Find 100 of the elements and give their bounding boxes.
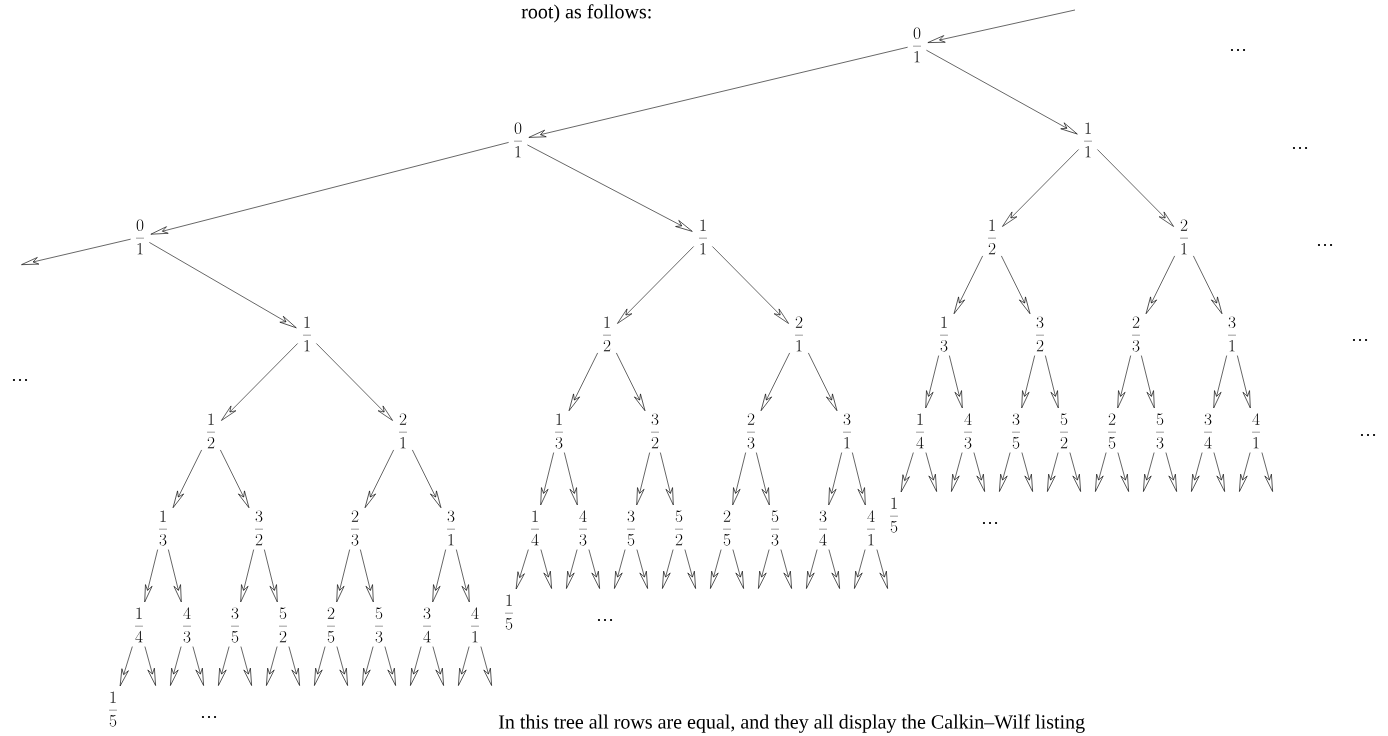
fraction: $\frac{1}{2}$: [207, 413, 215, 449]
arrow: [876, 549, 888, 589]
ellipsis: …: [597, 618, 613, 622]
arrow: [314, 646, 326, 686]
fraction: $\frac{2}{5}$: [723, 510, 731, 546]
arrow: [780, 549, 792, 589]
fraction: $\frac{2}{3}$: [747, 413, 755, 449]
arrow: [732, 452, 746, 506]
body-text: In this tree all rows are equal, and they all display the Calkin–Wilf listing: [498, 714, 1085, 733]
ellipsis: …: [1230, 48, 1246, 52]
arrow: [710, 549, 722, 589]
arrow: [616, 352, 646, 412]
arrow: [684, 549, 696, 589]
arrow: [362, 646, 374, 686]
arrow: [144, 646, 156, 686]
arrow: [540, 452, 554, 506]
arrow: [568, 352, 598, 412]
arrow: [660, 452, 674, 506]
arrow: [1095, 452, 1107, 492]
fraction: $\frac{3}{5}$: [1012, 413, 1020, 449]
fraction: $\frac{5}{3}$: [771, 510, 779, 546]
arrow: [1021, 355, 1035, 409]
ellipsis: …: [1292, 146, 1308, 150]
fraction: $\frac{2}{5}$: [1108, 413, 1116, 449]
fraction: $\frac{1}{4}$: [135, 607, 143, 643]
arrow: [412, 449, 442, 509]
arrow: [150, 142, 509, 235]
arrow: [852, 452, 866, 506]
arrow: [636, 452, 650, 506]
arrow: [458, 646, 470, 686]
arrow: [1143, 452, 1155, 492]
fraction: $\frac{4}{1}$: [1252, 413, 1260, 449]
arrow: [432, 549, 446, 603]
arrow: [1261, 452, 1273, 492]
arrow: [384, 646, 396, 686]
arrow: [527, 144, 693, 232]
fraction: $\frac{1}{5}$: [109, 691, 117, 727]
arrow: [925, 452, 937, 492]
arrow: [144, 549, 158, 603]
ellipsis: …: [982, 521, 998, 525]
fraction: $\frac{3}{1}$: [843, 413, 851, 449]
arrow: [1002, 149, 1079, 227]
arrow: [432, 646, 444, 686]
arrow: [617, 246, 694, 324]
fraction: $\frac{3}{2}$: [651, 413, 659, 449]
fraction: $\frac{3}{4}$: [819, 510, 827, 546]
fraction: $\frac{1}{3}$: [940, 316, 948, 352]
fraction: $\frac{3}{5}$: [231, 607, 239, 643]
arrow: [756, 452, 770, 506]
arrow: [364, 449, 394, 509]
arrow: [636, 549, 648, 589]
ellipsis: …: [1317, 243, 1333, 247]
fraction: $\frac{3}{2}$: [255, 510, 263, 546]
ellipsis: …: [1352, 338, 1368, 342]
fraction: $\frac{0}{1}$: [136, 219, 144, 255]
fraction: $\frac{3}{4}$: [423, 607, 431, 643]
ellipsis: …: [201, 715, 217, 719]
arrow: [758, 549, 770, 589]
arrow: [1097, 149, 1174, 227]
arrow: [288, 646, 300, 686]
fraction: $\frac{2}{1}$: [1180, 219, 1188, 255]
body-text: root) as follows:: [521, 4, 651, 23]
arrow: [266, 646, 278, 686]
fraction: $\frac{5}{3}$: [375, 607, 383, 643]
fraction: $\frac{0}{1}$: [514, 122, 522, 158]
arrow: [480, 646, 492, 686]
fraction: $\frac{1}{5}$: [890, 497, 898, 533]
arrow: [1213, 355, 1227, 409]
arrow: [949, 355, 963, 409]
fraction: $\frac{1}{2}$: [988, 219, 996, 255]
arrow: [760, 352, 790, 412]
fraction: $\frac{2}{3}$: [351, 510, 359, 546]
fraction: $\frac{1}{2}$: [603, 316, 611, 352]
arrow: [953, 255, 983, 315]
fraction: $\frac{5}{2}$: [1060, 413, 1068, 449]
fraction: $\frac{2}{1}$: [795, 316, 803, 352]
arrow: [588, 549, 600, 589]
arrow: [1117, 355, 1131, 409]
arrow: [614, 549, 626, 589]
fraction: $\frac{1}{5}$: [505, 594, 513, 630]
arrow: [1021, 452, 1033, 492]
arrow: [540, 549, 552, 589]
arrow: [264, 549, 278, 603]
arrow: [1117, 452, 1129, 492]
fraction: $\frac{4}{3}$: [183, 607, 191, 643]
arrow: [1213, 452, 1225, 492]
fraction: $\frac{1}{4}$: [531, 510, 539, 546]
arrow: [316, 343, 393, 421]
arrow: [1165, 452, 1177, 492]
arrow: [515, 549, 529, 590]
arrow: [951, 452, 963, 492]
fraction: $\frac{1}{3}$: [159, 510, 167, 546]
fraction: $\frac{3}{2}$: [1036, 316, 1044, 352]
fraction: $\frac{1}{4}$: [916, 413, 924, 449]
arrow: [528, 46, 908, 138]
arrow: [1237, 355, 1251, 409]
fraction: $\frac{4}{1}$: [867, 510, 875, 546]
arrow: [662, 549, 674, 589]
fraction: $\frac{5}{3}$: [1156, 413, 1164, 449]
fraction: $\frac{3}{1}$: [447, 510, 455, 546]
